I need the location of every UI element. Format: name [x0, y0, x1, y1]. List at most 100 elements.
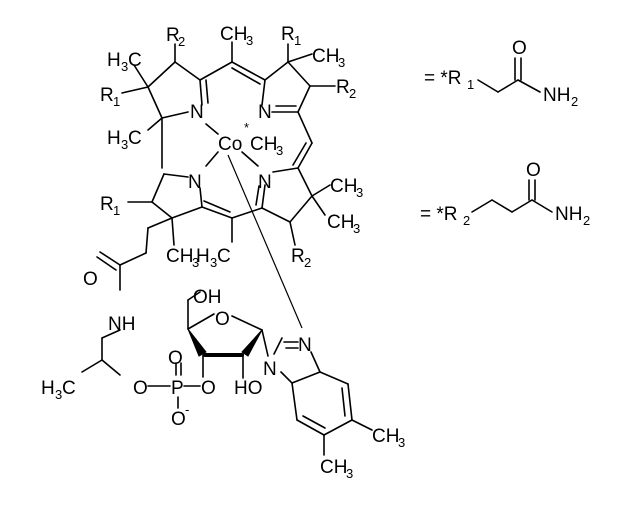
svg-text:CH: CH [327, 212, 354, 233]
label-ch3-top-right: CH 3 [312, 46, 345, 70]
label-phosphorus: P [171, 378, 184, 399]
meso-bridge-bottom [201, 200, 263, 243]
svg-text:O: O [171, 409, 186, 430]
svg-text:3: 3 [210, 255, 217, 270]
label-ch3-ring-c-lower: CH 3 [327, 212, 360, 236]
svg-text:CH: CH [372, 426, 399, 447]
svg-text:1: 1 [467, 77, 474, 92]
svg-text:2: 2 [304, 255, 311, 270]
svg-text:H: H [196, 246, 210, 267]
meso-bridge-top [199, 41, 266, 85]
svg-text:1: 1 [294, 33, 301, 48]
legend-r1-definition: = *R 1 O NH 2 [424, 38, 578, 109]
svg-text:1: 1 [113, 94, 120, 109]
svg-text:3: 3 [346, 466, 353, 481]
label-ch3-ring-c-upper: CH 3 [330, 176, 363, 200]
svg-text:H: H [41, 378, 55, 399]
svg-text:R: R [336, 77, 350, 98]
label-r1-ring-d: R 1 [100, 194, 120, 218]
label-o-ester-left: O [133, 378, 148, 399]
svg-text:H: H [107, 50, 121, 71]
svg-text:3: 3 [121, 137, 128, 152]
ring-c [255, 167, 331, 246]
label-n-ring-d: N [188, 172, 202, 193]
svg-text:3: 3 [246, 33, 253, 48]
meso-bridge-right [292, 111, 313, 169]
svg-text:C: C [128, 128, 142, 149]
r2-definition-structure [471, 179, 553, 213]
svg-text:2: 2 [178, 34, 185, 49]
label-n-ring-c: N [258, 172, 272, 193]
svg-text:3: 3 [276, 143, 283, 158]
svg-text:CH: CH [166, 246, 193, 267]
label-o-amide: O [83, 269, 98, 290]
svg-text:CH: CH [250, 134, 277, 155]
r1-definition-structure [477, 57, 541, 93]
svg-text:R: R [291, 246, 305, 267]
ring-a [121, 43, 209, 169]
label-n-benzimidazole-top: N [298, 335, 312, 356]
label-ch3-benz-upper: CH 3 [372, 426, 405, 450]
svg-text:2: 2 [349, 86, 356, 101]
svg-text:C: C [62, 378, 76, 399]
ring-d [96, 173, 203, 291]
svg-text:3: 3 [398, 435, 405, 450]
label-h3c-propanol: H 3 C [41, 378, 76, 402]
label-ch3-top-center: CH 3 [220, 24, 253, 48]
svg-text:3: 3 [192, 255, 199, 270]
label-oh-ribose: OH [193, 287, 222, 308]
label-r2-top-left: R 2 [166, 25, 185, 49]
label-star-co: * [244, 120, 249, 135]
svg-text:2: 2 [583, 213, 590, 228]
svg-text:C: C [217, 246, 231, 267]
svg-text:3: 3 [55, 387, 62, 402]
legend-r2-definition: = *R 2 O NH 2 [420, 160, 590, 228]
svg-text:R: R [281, 24, 295, 45]
wedge-bond-right [241, 329, 263, 357]
label-nh-amide: NH [108, 314, 135, 335]
svg-text:3: 3 [121, 59, 128, 74]
ring-b [261, 43, 336, 113]
svg-text:-: - [185, 402, 189, 417]
label-r1-left: R 1 [100, 85, 120, 109]
svg-text:3: 3 [353, 221, 360, 236]
benzimidazole [273, 337, 373, 456]
svg-text:NH: NH [543, 85, 570, 106]
svg-text:R: R [166, 25, 180, 46]
svg-text:H: H [107, 128, 121, 149]
svg-text:CH: CH [330, 176, 357, 197]
label-co-methyl: CH 3 [250, 134, 283, 158]
label-n-benzimidazole-bottom: N [263, 359, 277, 380]
label-ch3-ring-d-bottom: CH 3 [166, 246, 199, 270]
label-n-ring-a: N [190, 102, 204, 123]
svg-text:O: O [512, 38, 527, 59]
svg-text:3: 3 [356, 185, 363, 200]
label-cobalt: Co [218, 134, 242, 155]
svg-text:R: R [100, 194, 114, 215]
label-o-ribose-ring: O [215, 309, 230, 330]
label-r2-right: R 2 [336, 77, 356, 101]
label-o-ester-right: O [201, 378, 216, 399]
svg-text:C: C [128, 50, 142, 71]
svg-text:NH: NH [555, 204, 582, 225]
label-o-minus-phosphate: O - [171, 402, 189, 430]
label-ch3-benz-lower: CH 3 [320, 457, 353, 481]
wedge-bond-left [187, 328, 207, 357]
svg-text:3: 3 [338, 55, 345, 70]
label-h3c-bridge-bottom: H 3 C [196, 246, 231, 270]
svg-text:1: 1 [113, 203, 120, 218]
svg-text:= *R: = *R [424, 68, 462, 89]
svg-text:R: R [100, 85, 114, 106]
label-n-ring-b: N [258, 102, 272, 123]
svg-text:CH: CH [320, 457, 347, 478]
svg-text:2: 2 [463, 213, 470, 228]
label-ho-ribose: HO [234, 378, 263, 399]
label-r1-top-right: R 1 [281, 24, 301, 48]
label-h3c-top-left: H 3 C [107, 50, 142, 74]
label-r2-ring-c-bottom: R 2 [291, 246, 311, 270]
svg-text:CH: CH [312, 46, 339, 67]
svg-text:O: O [526, 160, 541, 181]
ribose-ring [187, 291, 269, 379]
